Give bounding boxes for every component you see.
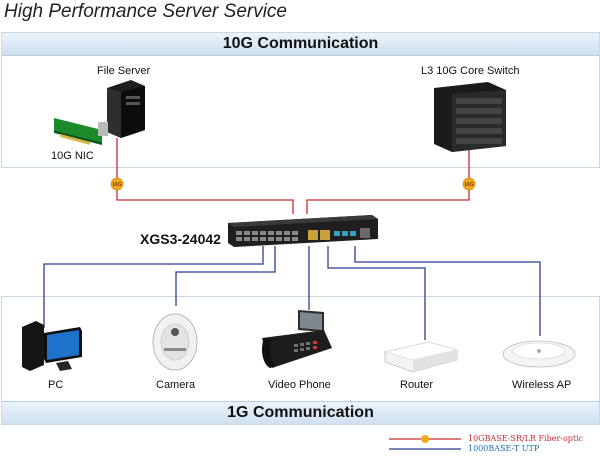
pc-label: PC (48, 379, 64, 391)
utp-link-router (327, 246, 426, 340)
file-server-label: File Server (97, 65, 151, 77)
camera-icon (152, 313, 198, 371)
bottom-section-band: 1G Communication (2, 401, 599, 424)
fiber-link-file-server (116, 138, 294, 214)
nic-card-icon (54, 118, 108, 145)
wireless-ap-icon (502, 340, 576, 368)
nic-label: 10G NIC (51, 150, 94, 162)
badge-left-10g: 10G (110, 177, 124, 191)
router-label: Router (400, 379, 434, 391)
core-switch-label: L3 10G Core Switch (421, 65, 520, 77)
switch-model-label: XGS3-24042 (140, 231, 221, 247)
badge-right-10g: 10G (462, 177, 476, 191)
router-icon (384, 341, 458, 373)
utp-link-camera (175, 246, 276, 306)
legend-utp-line (389, 448, 461, 450)
legend-fiber-text: 10GBASE-SR/LR Fiber-optic (468, 434, 584, 443)
file-server-icon (107, 80, 145, 138)
utp-link-pc (43, 246, 264, 328)
diagram-title: High Performance Server Service (4, 1, 287, 22)
fiber-link-core-switch (306, 148, 470, 214)
utp-link-wireless-ap (354, 246, 541, 336)
legend-utp-text: 1000BASE-T UTP (468, 444, 540, 453)
badge-right-label: 10G (464, 182, 474, 188)
legend-fiber-line (389, 435, 461, 443)
video-phone-label: Video Phone (268, 379, 331, 391)
bottom-1g-panel: 1G Communication (1, 296, 600, 425)
top-section-band: 10G Communication (2, 33, 599, 56)
badge-left-label: 10G (112, 182, 122, 188)
switch-icon (228, 215, 378, 247)
wireless-ap-label: Wireless AP (512, 379, 572, 391)
pc-icon (22, 321, 82, 371)
video-phone-icon (262, 310, 332, 368)
camera-label: Camera (156, 379, 196, 391)
core-switch-icon (434, 82, 506, 152)
